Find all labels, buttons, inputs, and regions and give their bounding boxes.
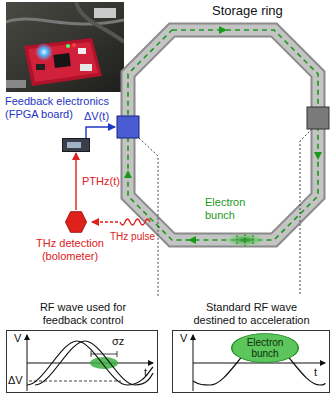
rf-cavity bbox=[307, 107, 329, 129]
axis-label: t bbox=[314, 366, 317, 379]
ellipse-shape bbox=[232, 334, 299, 363]
bunch-name: Electron bunch bbox=[205, 196, 261, 222]
axis-label: t bbox=[144, 366, 147, 379]
leader-line bbox=[139, 138, 158, 296]
ring-name: Storage ring bbox=[212, 4, 283, 17]
voltage-wire bbox=[86, 127, 115, 138]
signal-name: ΔV(t) bbox=[84, 110, 109, 123]
ring-band bbox=[128, 30, 318, 240]
hexagon-shape bbox=[65, 212, 86, 233]
leader-line bbox=[300, 129, 312, 296]
standard-rf-panel: Standard RF wave destined to acceleratio… bbox=[172, 330, 330, 393]
amplitude-label: ΔV bbox=[8, 374, 23, 387]
pulse-name: THz pulse bbox=[110, 230, 155, 243]
detector-label: THz detection (bolometer) bbox=[30, 237, 110, 263]
electron-bunch-ellipse: Electron bunch bbox=[231, 333, 299, 363]
beam-orbit bbox=[128, 30, 318, 240]
axis-label: V bbox=[14, 332, 21, 345]
rf-wave-plot bbox=[7, 331, 157, 392]
signal-connector bbox=[75, 153, 76, 210]
device-screen bbox=[67, 142, 81, 148]
bunch-label: Electron bunch bbox=[240, 337, 290, 359]
bolometer-hexagon: THz detection (bolometer) bbox=[65, 211, 87, 233]
board-photo bbox=[6, 2, 124, 92]
feedback-cavity bbox=[117, 116, 139, 138]
edge-label: PTHz(t) bbox=[82, 175, 120, 188]
panel-heading: Standard RF wave destined to acceleratio… bbox=[189, 301, 314, 327]
hexagon-outline bbox=[65, 211, 87, 233]
thz-wave bbox=[120, 219, 150, 225]
feedback-rf-panel: RF wave used for feedback control bbox=[6, 330, 158, 393]
bunch-blob bbox=[227, 234, 263, 246]
bunch-length-label: σz bbox=[112, 335, 124, 348]
panel-heading: RF wave used for feedback control bbox=[28, 301, 138, 327]
axis-label: V bbox=[180, 332, 187, 345]
fpga-board: Feedback electronics (FPGA board) bbox=[62, 138, 90, 152]
